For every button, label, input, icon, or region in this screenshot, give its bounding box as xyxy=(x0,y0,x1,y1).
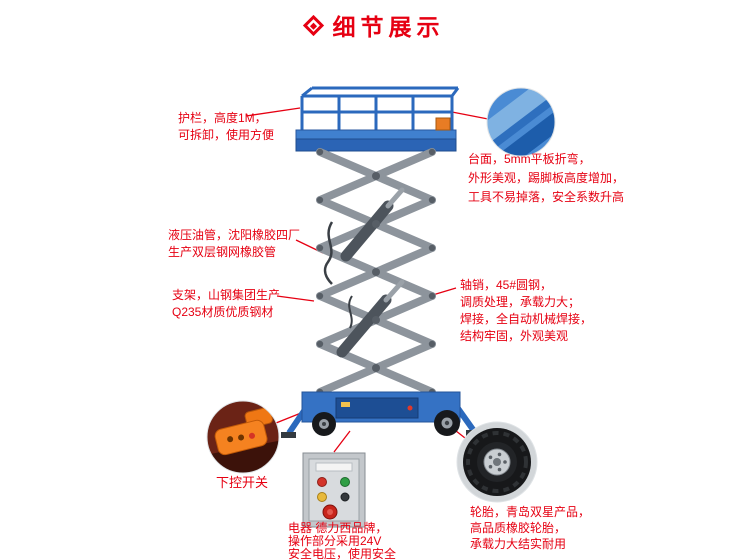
callout-text-line: 支架，山钢集团生产 xyxy=(172,288,281,302)
callout-line-platform xyxy=(451,111,489,120)
platform-deck xyxy=(295,117,457,152)
platform-railing xyxy=(300,86,460,131)
scissor-lift xyxy=(281,86,481,438)
page-header: 细节展示 xyxy=(0,10,750,40)
callout-platform: 台面，5mm平板折弯， 外形美观，踢脚板高度增加， 工具不易掉落，安全系数升高 xyxy=(468,150,624,207)
callout-hose: 液压油管，沈阳橡胶四厂 生产双层钢网橡胶管 xyxy=(168,227,300,261)
callout-text-line: 焊接，全自动机械焊接， xyxy=(460,312,593,326)
wheels xyxy=(312,410,460,436)
callout-guardrail: 护栏，高度1M， 可拆卸，使用方便 xyxy=(178,110,274,144)
diamond-icon xyxy=(302,14,324,36)
platform-control-box xyxy=(435,117,451,131)
callout-text-line: 轮胎，青岛双星产品， xyxy=(470,505,591,519)
callout-text-line: Q235材质优质钢材 xyxy=(172,305,274,319)
callout-text-line: 电器 德力西品牌， xyxy=(288,521,388,535)
page-title: 细节展示 xyxy=(332,14,445,40)
callout-frame: 支架，山钢集团生产 Q235材质优质钢材 xyxy=(172,287,280,321)
callout-text-line: 操作部分采用24V xyxy=(288,534,382,548)
callout-pin: 轴销，45#圆钢， 调质处理，承载力大； 焊接，全自动机械焊接， 结构牢固，外观… xyxy=(460,277,592,345)
callout-text-line: 可拆卸，使用方便 xyxy=(178,128,275,142)
callout-text-line: 台面，5mm平板折弯， xyxy=(468,152,591,166)
callout-line-frame xyxy=(276,295,315,302)
tire-detail-photo xyxy=(456,421,538,503)
pivot-pins xyxy=(316,148,436,396)
callout-text-line: 高品质橡胶轮胎， xyxy=(470,521,567,535)
hydraulic-cylinders xyxy=(336,187,405,358)
callout-text-line: 工具不易掉落，安全系数升高 xyxy=(468,190,625,204)
callout-text-line: 安全电压，使用安全 xyxy=(288,547,397,560)
callout-text-line: 承载力大结实耐用 xyxy=(470,537,567,551)
callout-lines xyxy=(245,107,489,453)
callout-text-line: 护栏，高度1M， xyxy=(178,111,267,125)
callout-lower-switch: 下控开关 xyxy=(216,474,268,491)
callout-text-line: 调质处理，承载力大； xyxy=(460,295,581,309)
callout-text-line: 生产双层钢网橡胶管 xyxy=(168,245,277,259)
callout-text-line: 下控开关 xyxy=(216,475,269,490)
callout-text-line: 结构牢固，外观美观 xyxy=(460,329,569,343)
platform-detail-photo xyxy=(486,87,556,157)
callout-electric: 电器 德力西品牌， 操作部分采用24V 安全电压，使用安全 xyxy=(288,522,396,560)
callout-line-panel xyxy=(333,430,351,453)
callout-line-guardrail xyxy=(245,107,301,117)
hydraulic-hoses xyxy=(323,221,353,329)
callout-text-line: 液压油管，沈阳橡胶四厂 xyxy=(168,228,301,242)
callout-text-line: 轴销，45#圆钢， xyxy=(460,278,553,292)
remote-control-photo xyxy=(206,400,280,474)
control-panel-photo xyxy=(302,452,366,528)
callout-text-line: 外形美观，踢脚板高度增加， xyxy=(468,171,625,185)
callout-tire: 轮胎，青岛双星产品， 高品质橡胶轮胎， 承载力大结实耐用 xyxy=(470,504,590,552)
